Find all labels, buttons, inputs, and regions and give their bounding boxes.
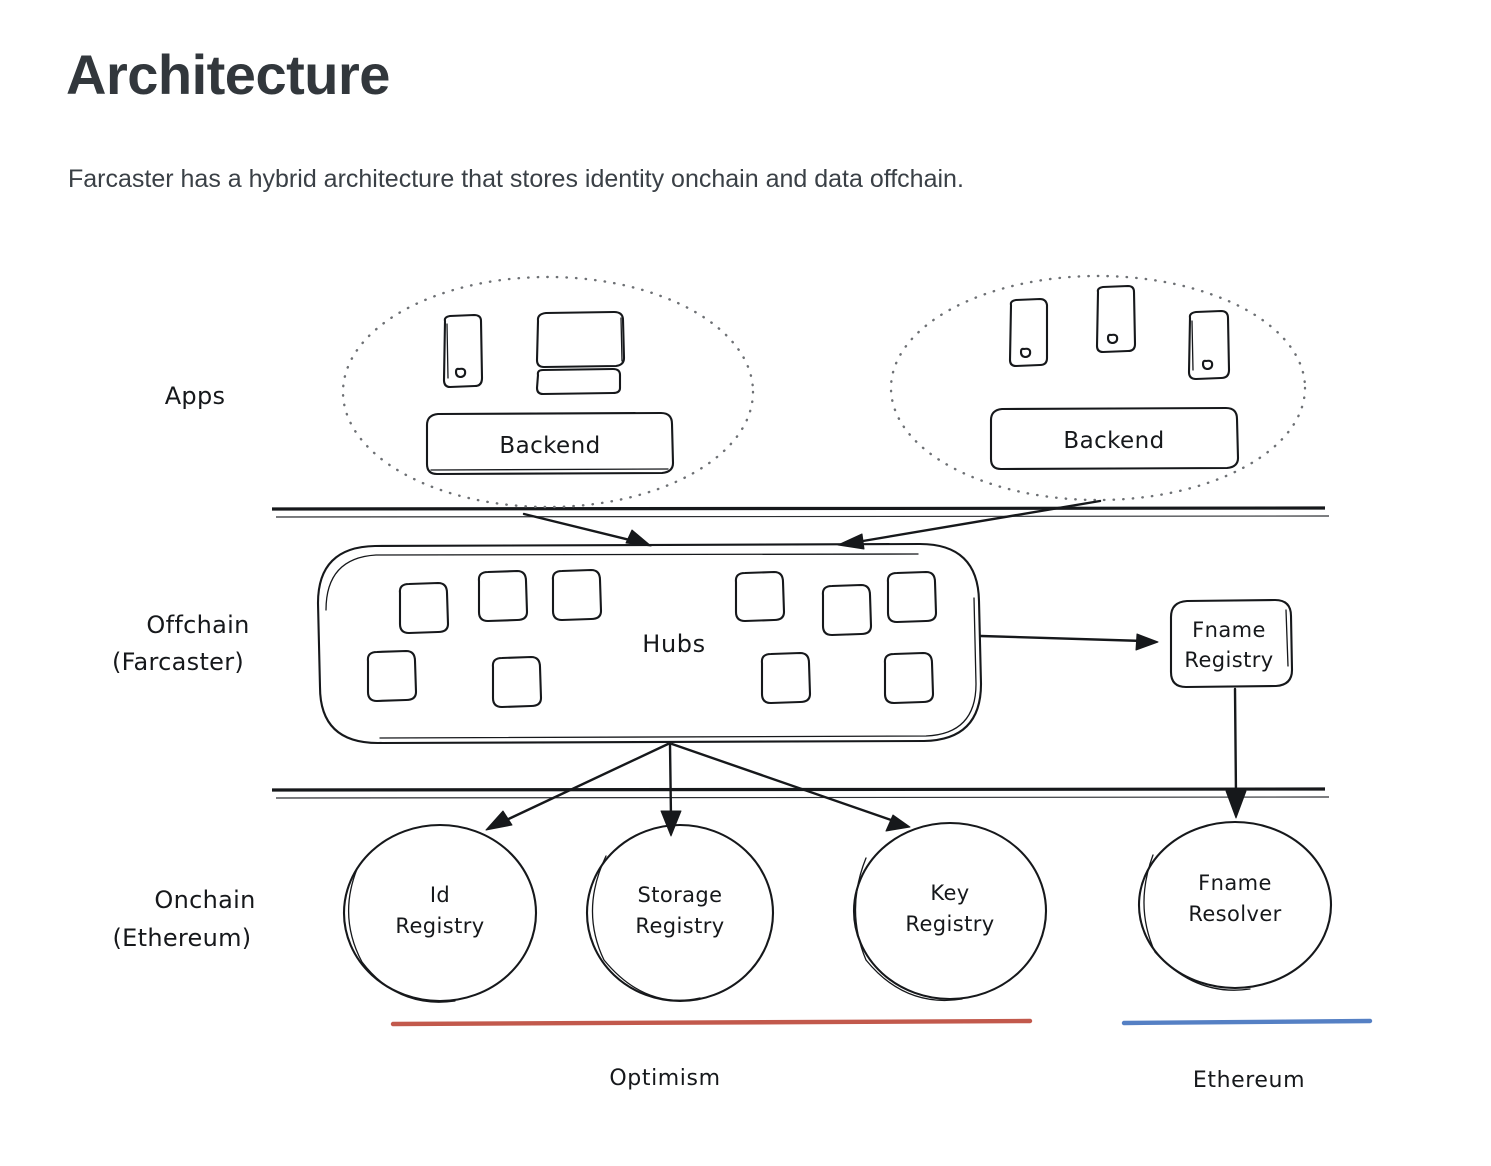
arrow-hubs-to-storage-registry <box>660 742 682 837</box>
layer-label-offchain-line2: (Farcaster) <box>112 648 244 676</box>
hubs-label: Hubs <box>642 630 705 658</box>
arrow-hubs-to-id-registry <box>485 742 670 831</box>
phone-icon <box>1008 297 1049 368</box>
hub-node <box>760 651 812 705</box>
arrow-fname-registry-to-resolver <box>1225 687 1247 819</box>
fname-registry-label-line1: Fname <box>1192 618 1266 642</box>
hub-node <box>477 569 529 623</box>
chain-label-optimism: Optimism <box>609 1066 720 1091</box>
hub-node <box>883 651 935 705</box>
fname-registry-label-line2: Registry <box>1184 648 1273 672</box>
app-cluster-left-outline <box>341 275 755 509</box>
backend-box-right[interactable]: Backend <box>989 406 1240 471</box>
layer-label-onchain-line1: Onchain <box>154 886 255 914</box>
key-registry-label-line1: Key <box>930 881 969 905</box>
phone-icon <box>1095 284 1137 354</box>
architecture-diagram: Apps Offchain (Farcaster) Onchain (Ether… <box>0 218 1491 1166</box>
divider-offchain-onchain <box>271 787 1330 799</box>
page-title: Architecture <box>66 43 390 106</box>
hubs-container[interactable]: Hubs <box>316 542 983 745</box>
fname-resolver-label-line1: Fname <box>1198 871 1272 895</box>
app-cluster-right[interactable]: Backend <box>889 274 1307 502</box>
divider-apps-offchain <box>271 506 1330 518</box>
chain-label-ethereum: Ethereum <box>1193 1068 1305 1093</box>
hub-node <box>366 649 418 703</box>
fname-resolver-label-line2: Resolver <box>1188 902 1281 926</box>
hub-node <box>734 570 786 623</box>
storage-registry-label-line1: Storage <box>638 883 723 907</box>
onchain-contract-id-registry[interactable]: Id Registry <box>342 823 538 1003</box>
backend-label-left: Backend <box>499 433 600 459</box>
hub-node <box>551 568 603 622</box>
arrow-hubs-to-key-registry <box>670 742 911 832</box>
backend-label-right: Backend <box>1063 428 1164 454</box>
arrow-left-backend-to-hubs <box>522 512 652 547</box>
hub-node <box>886 570 938 624</box>
phone-icon <box>442 313 484 389</box>
layer-label-apps: Apps <box>165 382 226 410</box>
page-subtitle: Farcaster has a hybrid architecture that… <box>68 165 964 193</box>
hub-node <box>821 583 873 637</box>
onchain-contract-storage-registry[interactable]: Storage Registry <box>585 823 775 1003</box>
phone-icon <box>1187 309 1231 381</box>
storage-registry-label-line2: Registry <box>635 914 724 938</box>
onchain-contract-key-registry[interactable]: Key Registry <box>852 821 1048 1002</box>
chain-optimism: Optimism <box>390 1018 1033 1091</box>
layer-label-offchain-line1: Offchain <box>146 611 249 639</box>
app-cluster-left[interactable]: Backend <box>341 275 755 509</box>
desktop-icon <box>535 310 626 396</box>
id-registry-label-line2: Registry <box>395 914 484 938</box>
fname-registry-box[interactable]: Fname Registry <box>1169 598 1294 689</box>
onchain-contract-fname-resolver[interactable]: Fname Resolver <box>1137 820 1333 991</box>
key-registry-label-line2: Registry <box>905 912 994 936</box>
app-cluster-right-outline <box>889 274 1307 502</box>
layer-label-onchain-line2: (Ethereum) <box>113 924 252 952</box>
hub-node <box>398 581 450 635</box>
arrow-hubs-to-fname-registry <box>979 633 1159 651</box>
backend-box-left[interactable]: Backend <box>425 411 675 476</box>
hub-node <box>491 655 543 709</box>
id-registry-label-line1: Id <box>430 883 450 907</box>
chain-ethereum: Ethereum <box>1121 1018 1373 1093</box>
